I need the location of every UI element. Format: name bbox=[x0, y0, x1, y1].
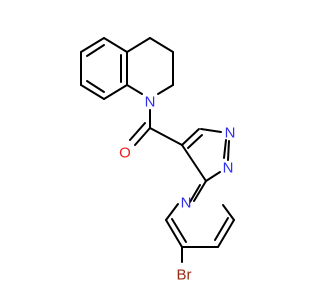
atom-label-n-bridge: N bbox=[223, 160, 234, 177]
bond-line bbox=[189, 184, 201, 203]
bond-line bbox=[171, 218, 187, 243]
bond-line bbox=[181, 144, 207, 182]
bond-line bbox=[134, 127, 151, 146]
bond-line bbox=[80, 37, 105, 53]
molecule-structure: N O N N N Br bbox=[80, 37, 235, 284]
bond-line bbox=[80, 84, 105, 100]
bond-line bbox=[126, 84, 143, 95]
atom-label-n-quinoline: N bbox=[145, 94, 156, 111]
bond-line bbox=[103, 84, 128, 100]
bonds bbox=[80, 37, 235, 263]
bond-line bbox=[86, 44, 105, 57]
bond-line bbox=[223, 139, 227, 159]
bond-line bbox=[103, 37, 128, 53]
bond-line bbox=[217, 219, 235, 248]
bond-line bbox=[193, 180, 207, 202]
bond-line bbox=[205, 171, 221, 182]
atom-label-o-carbonyl: O bbox=[119, 145, 131, 162]
bond-line bbox=[227, 140, 230, 161]
bond-line bbox=[222, 204, 235, 221]
bond-line bbox=[126, 37, 151, 53]
bond-line bbox=[129, 122, 146, 141]
bond-line bbox=[181, 128, 200, 146]
atom-label-n-pyrimidine: N bbox=[181, 195, 192, 212]
atom-label-n-pyrazole-top: N bbox=[225, 125, 236, 142]
bond-line bbox=[187, 134, 203, 149]
atom-label-bromine: Br bbox=[177, 267, 192, 284]
bond-line bbox=[165, 219, 183, 248]
atom-labels: N O N N N Br bbox=[119, 94, 235, 284]
bond-line bbox=[214, 217, 229, 241]
bond-line bbox=[200, 128, 222, 133]
bond-line bbox=[149, 37, 174, 53]
bond-line bbox=[86, 80, 105, 93]
bond-line bbox=[157, 84, 174, 95]
bond-line bbox=[165, 203, 179, 221]
bond-line bbox=[149, 127, 183, 146]
